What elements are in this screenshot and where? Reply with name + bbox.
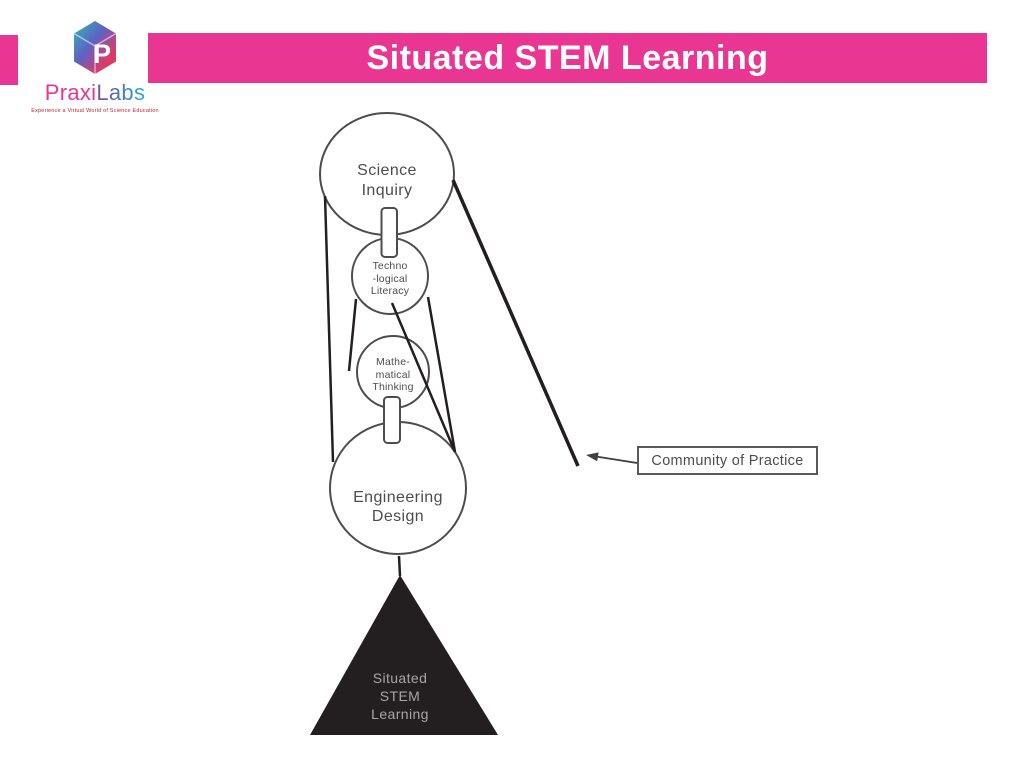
community-of-practice-label: Community of Practice (651, 452, 804, 469)
praxilabs-cube-icon: P (73, 21, 117, 74)
praxilabs-logo: P PraxiLabs Experience a Virtual World o… (26, 20, 164, 114)
brand-praxi: Praxi (44, 80, 97, 105)
belt-line-right-inner (426, 296, 457, 453)
engineering-design-label: Engineering Design (353, 489, 443, 525)
situated-stem-triangle (310, 575, 498, 735)
header-accent-strip (0, 35, 18, 85)
belt-line-left-inner (347, 298, 358, 372)
brand-name: PraxiLabs (26, 82, 164, 104)
brand-tagline: Experience a Virtual World of Science Ed… (31, 108, 159, 114)
title-bar: Situated STEM Learning (148, 33, 987, 83)
axle-connector-bottom (383, 396, 401, 444)
callout-arrow-line (595, 455, 638, 464)
community-of-practice-box: Community of Practice (637, 446, 818, 475)
cube-letter: P (93, 39, 111, 69)
brand-labs: Labs (96, 80, 146, 105)
page-title: Situated STEM Learning (366, 38, 769, 77)
axle-connector-top (380, 207, 398, 258)
triangle-connector-line (397, 555, 402, 577)
mathematical-thinking-label: Mathe- matical Thinking (372, 356, 414, 393)
situated-stem-learning-label: Situated STEM Learning (371, 670, 429, 722)
callout-arrowhead-icon (586, 452, 599, 462)
belt-line-left-outer (323, 195, 335, 463)
science-inquiry-label: Science Inquiry (357, 162, 417, 199)
belt-line-diagonal-inner (390, 302, 457, 453)
cube-edges (73, 32, 117, 74)
community-of-practice-line (451, 179, 580, 467)
technological-literacy-label: Techno -logical Literacy (370, 260, 410, 297)
